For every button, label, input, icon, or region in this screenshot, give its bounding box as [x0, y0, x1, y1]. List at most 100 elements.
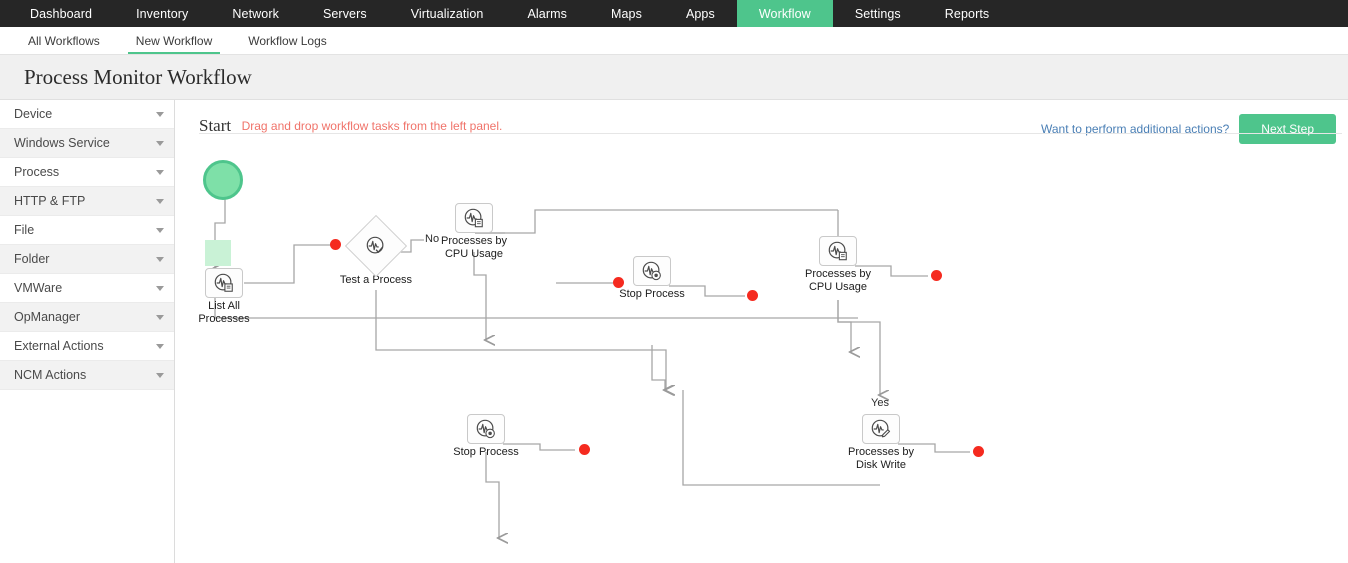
- topnav-label: Workflow: [758, 6, 811, 21]
- sidebar-item-label: Process: [14, 165, 60, 179]
- node-label: Test a Process: [339, 274, 413, 286]
- sidebar-item-label: OpManager: [14, 310, 81, 324]
- workflow-start-node[interactable]: [203, 160, 243, 200]
- endpoint-dot[interactable]: [613, 277, 624, 288]
- chevron-down-icon: [156, 169, 164, 175]
- sidebar-item-label: Windows Service: [14, 136, 110, 150]
- connector-svg: [175, 199, 970, 563]
- sidebar-item-label: Folder: [14, 252, 50, 266]
- tab-new-workflow[interactable]: New Workflow: [118, 27, 230, 54]
- endpoint-dot[interactable]: [973, 446, 984, 457]
- topnav-label: Alarms: [527, 6, 567, 21]
- topnav-label: Servers: [322, 6, 367, 21]
- node-label: Stop Process: [453, 446, 519, 458]
- topnav-label: Reports: [944, 6, 990, 21]
- topnav-item-dashboard[interactable]: Dashboard: [8, 0, 114, 27]
- sidebar-item-external-actions[interactable]: External Actions: [0, 332, 174, 361]
- page-title: Process Monitor Workflow: [24, 64, 252, 89]
- process-edit-icon: [871, 419, 891, 438]
- endpoint-dot[interactable]: [931, 270, 942, 281]
- process-stop-icon: [642, 261, 661, 281]
- sidebar-item-file[interactable]: File: [0, 216, 174, 245]
- node-box[interactable]: [205, 268, 243, 298]
- node-box[interactable]: [633, 256, 671, 286]
- canvas-header: Start Drag and drop workflow tasks from …: [199, 114, 1342, 146]
- sidebar-item-device[interactable]: Device: [0, 100, 174, 129]
- topnav-label: Network: [232, 6, 279, 21]
- topnav-item-reports[interactable]: Reports: [923, 0, 1011, 27]
- sidebar-item-label: VMWare: [14, 281, 63, 295]
- node-processes-by-cpu-usage-top[interactable]: Processes by CPU Usage: [441, 203, 517, 260]
- sidebar-item-process[interactable]: Process: [0, 158, 174, 187]
- chevron-down-icon: [156, 140, 164, 146]
- header-divider: [199, 133, 1342, 134]
- sidebar-item-windows-service[interactable]: Windows Service: [0, 129, 174, 158]
- topnav-item-network[interactable]: Network: [210, 0, 301, 27]
- sidebar-item-http-ftp[interactable]: HTTP & FTP: [0, 187, 174, 216]
- sidebar-item-vmware[interactable]: VMWare: [0, 274, 174, 303]
- node-list-all-processes[interactable]: List All Processes: [198, 268, 267, 325]
- topnav-label: Apps: [685, 6, 715, 21]
- chevron-down-icon: [156, 372, 164, 378]
- workflow-canvas[interactable]: Start Drag and drop workflow tasks from …: [175, 100, 1348, 563]
- sidebar-item-label: HTTP & FTP: [14, 194, 86, 208]
- node-stop-process-mid[interactable]: Stop Process: [619, 256, 695, 301]
- sidebar-item-label: NCM Actions: [14, 368, 87, 382]
- sidebar-item-label: Device: [14, 107, 53, 121]
- node-label: Stop Process: [619, 288, 685, 300]
- topnav-item-virtualization[interactable]: Virtualization: [389, 0, 506, 27]
- sidebar-item-label: External Actions: [14, 339, 104, 353]
- node-processes-by-cpu-usage-right[interactable]: Processes by CPU Usage: [805, 236, 881, 293]
- sidebar-item-folder[interactable]: Folder: [0, 245, 174, 274]
- node-diamond[interactable]: [344, 214, 408, 278]
- tab-workflow-logs[interactable]: Workflow Logs: [230, 27, 344, 54]
- topnav-item-apps[interactable]: Apps: [664, 0, 737, 27]
- workflow-connectors-layer: [175, 100, 1348, 563]
- process-report-icon: [464, 208, 483, 228]
- node-label: Processes by Disk Write: [847, 446, 915, 471]
- topnav-item-settings[interactable]: Settings: [833, 0, 923, 27]
- additional-actions-link[interactable]: Want to perform additional actions?: [1040, 122, 1230, 136]
- node-box[interactable]: [819, 236, 857, 266]
- next-step-button[interactable]: Next Step: [1239, 114, 1336, 144]
- node-box[interactable]: [455, 203, 493, 233]
- endpoint-dot[interactable]: [330, 239, 341, 250]
- topnav-item-servers[interactable]: Servers: [301, 0, 389, 27]
- page-header: Process Monitor Workflow: [0, 55, 1348, 100]
- process-report-icon: [828, 241, 847, 261]
- drop-target-highlight[interactable]: [205, 240, 231, 266]
- task-category-sidebar: Device Windows Service Process HTTP & FT…: [0, 100, 175, 563]
- endpoint-dot[interactable]: [747, 290, 758, 301]
- node-box[interactable]: [467, 414, 505, 444]
- topnav-label: Inventory: [136, 6, 189, 21]
- diamond-inner: [365, 235, 387, 257]
- canvas-header-actions: Want to perform additional actions? Next…: [1041, 114, 1336, 144]
- tab-all-workflows[interactable]: All Workflows: [10, 27, 118, 54]
- node-label: Processes by CPU Usage: [804, 268, 872, 293]
- chevron-down-icon: [156, 227, 164, 233]
- edge-label-no: No: [425, 233, 440, 245]
- process-check-icon: [366, 236, 384, 254]
- sidebar-item-ncm-actions[interactable]: NCM Actions: [0, 361, 174, 390]
- chevron-down-icon: [156, 343, 164, 349]
- sidebar-item-label: File: [14, 223, 35, 237]
- canvas-start-hint: Drag and drop workflow tasks from the le…: [241, 119, 503, 133]
- chevron-down-icon: [156, 314, 164, 320]
- node-test-a-process[interactable]: Test a Process: [340, 214, 419, 287]
- canvas-start-label: Start: [199, 116, 232, 135]
- node-label: List All Processes: [198, 300, 250, 325]
- endpoint-dot[interactable]: [579, 444, 590, 455]
- process-stop-icon: [476, 419, 495, 439]
- topnav-label: Maps: [610, 6, 642, 21]
- topnav-item-alarms[interactable]: Alarms: [505, 0, 589, 27]
- tab-label: All Workflows: [28, 33, 100, 48]
- node-processes-by-disk-write[interactable]: Processes by Disk Write: [848, 414, 924, 471]
- chevron-down-icon: [156, 111, 164, 117]
- chevron-down-icon: [156, 256, 164, 262]
- node-stop-process-bottom[interactable]: Stop Process: [453, 414, 529, 459]
- topnav-item-workflow[interactable]: Workflow: [736, 0, 833, 27]
- topnav-item-maps[interactable]: Maps: [589, 0, 664, 27]
- topnav-item-inventory[interactable]: Inventory: [114, 0, 210, 27]
- node-box[interactable]: [862, 414, 900, 444]
- sidebar-item-opmanager[interactable]: OpManager: [0, 303, 174, 332]
